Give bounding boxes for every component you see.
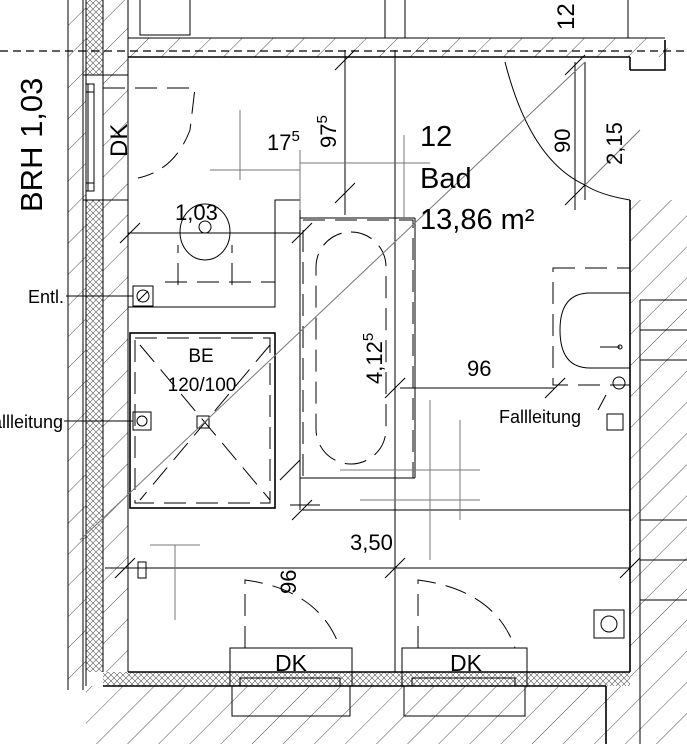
label-fallleitung-right: Fallleitung <box>499 407 581 427</box>
dimension-4-12-5: 4,125 <box>360 333 387 384</box>
window-left <box>82 74 196 201</box>
dimension-2-15: 2,15 <box>602 122 627 165</box>
top-cut-dimension: 12 <box>553 3 580 30</box>
window-left-type: DK <box>106 124 133 157</box>
floor-outlet-icon <box>600 615 618 633</box>
label-entl: Entl. <box>28 287 64 307</box>
shower-code: BE <box>188 346 213 367</box>
door-swing <box>504 61 631 201</box>
room-number: 12 <box>420 121 452 153</box>
dimension-17-5: 175 <box>267 128 300 155</box>
dimension-1-03: 1,03 <box>175 200 218 225</box>
shower-size: 120/100 <box>168 375 237 396</box>
room-area: 13,86 m² <box>420 204 535 236</box>
parapet-height-label: BRH 1,03 <box>14 78 49 212</box>
dimension-lines <box>79 49 641 672</box>
window-bottom-right <box>401 579 528 717</box>
dimension-97-5: 975 <box>314 115 341 148</box>
dimension-96-sink: 96 <box>467 356 491 381</box>
room-name: Bad <box>420 163 472 195</box>
bathtub <box>300 217 416 479</box>
window-bottom-left <box>229 579 353 717</box>
washbasin <box>552 267 631 431</box>
dimension-3-50: 3,50 <box>350 530 393 555</box>
window-bottom-right-type: DK <box>450 650 483 676</box>
dimension-90: 90 <box>550 129 575 153</box>
towel-radiator <box>137 561 147 579</box>
label-fallleitung-left: Fallleitung <box>0 412 63 432</box>
floor-outlet <box>593 609 625 639</box>
leader-lines <box>64 295 133 422</box>
window-bottom-left-type: DK <box>275 650 308 676</box>
dimension-96-door: 96 <box>276 570 301 594</box>
